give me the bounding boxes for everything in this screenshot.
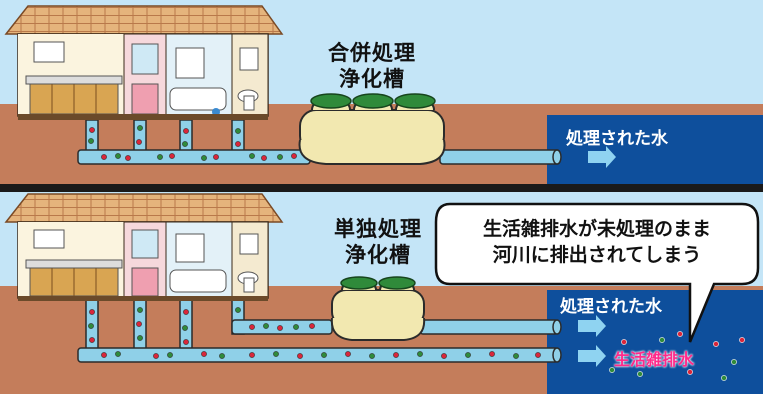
kitchen-icon [25, 229, 123, 297]
flow-arrow-icon [578, 345, 606, 367]
river-sewage-particles [609, 331, 745, 381]
treated-water-label: 処理された水 [566, 129, 668, 149]
panel-divider [0, 184, 763, 192]
outflow-pipe [419, 319, 559, 335]
top-panel [0, 0, 763, 184]
single-tank-title: 単独処理 浄化槽 [318, 216, 438, 268]
septic-tank-icon [330, 276, 426, 341]
toilet-icon [237, 233, 259, 293]
bathtub-icon [169, 233, 227, 293]
combined-tank-title: 合併処理 浄化槽 [312, 40, 432, 92]
washbasin-icon [131, 229, 159, 297]
combined-tank-title-line2: 浄化槽 [339, 67, 405, 91]
washbasin-icon [131, 43, 159, 115]
sewage-particles [88, 307, 541, 359]
house-icon [4, 5, 284, 120]
bathtub-icon [169, 47, 227, 116]
septic-tank-icon [298, 93, 446, 165]
treated-water-label: 処理された水 [560, 297, 662, 317]
combined-tank-title-line1: 合併処理 [328, 41, 416, 65]
river [547, 290, 763, 394]
outflow-pipe [439, 149, 561, 165]
single-tank-title-line1: 単独処理 [334, 217, 422, 241]
flow-arrow-icon [588, 146, 616, 168]
bottom-panel [0, 192, 763, 394]
speech-line2: 河川に排出されてしまう [492, 244, 702, 266]
speech-bubble [434, 202, 760, 343]
speech-text: 生活雑排水が未処理のまま 河川に排出されてしまう [440, 216, 754, 268]
single-tank-title-line2: 浄化槽 [345, 243, 411, 267]
flow-arrow-icon [578, 315, 606, 337]
sewage-particles [88, 125, 297, 161]
river [547, 115, 763, 184]
untreated-sewage-label: 生活雑排水 [614, 350, 695, 369]
speech-line1: 生活雑排水が未処理のまま [482, 218, 711, 240]
toilet-icon [237, 47, 259, 111]
house-icon [4, 193, 284, 301]
kitchen-icon [25, 41, 123, 115]
